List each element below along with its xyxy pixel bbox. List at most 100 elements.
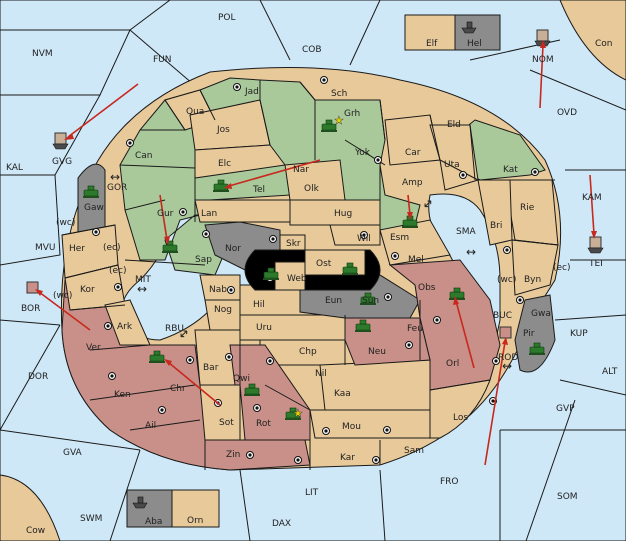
supply-center-kar [372, 456, 380, 464]
supply-center-nor [269, 235, 277, 243]
sea-label-gva: GVA [63, 448, 83, 458]
land-label-ost: Ost [316, 259, 332, 269]
supply-center-wil [360, 231, 368, 239]
land-label-grh: Grh [344, 109, 360, 119]
fleet-unit-hel [461, 21, 477, 34]
bidirectional-arrow-icon: ↔ [466, 245, 476, 259]
supply-center-her [92, 228, 100, 236]
army-unit-sap [162, 240, 178, 253]
land-label-ver: Ver [86, 343, 101, 353]
supply-center-gwa [516, 296, 524, 304]
sea-label-kup: KUP [570, 329, 588, 339]
sea-label-tei: TEI [588, 259, 603, 269]
army-unit-web [263, 267, 279, 280]
supply-center-rot [322, 427, 330, 435]
sea-label-kal: KAL [6, 163, 23, 173]
bidirectional-arrow-icon: ↔ [110, 170, 120, 184]
land-label-sun: Sun [362, 296, 379, 306]
sea-label-kam: KAM [582, 193, 602, 203]
land-label-gaw: Gaw [84, 203, 104, 213]
supply-center-mou [383, 426, 391, 434]
land-label-sap: Sap [195, 255, 212, 265]
region-los[interactable] [429, 379, 491, 439]
region-wil[interactable] [329, 224, 381, 246]
supply-center-kaa [108, 372, 116, 380]
supply-center-nab [227, 286, 235, 294]
land-label-web: Web [287, 274, 307, 284]
supply-center-zin [294, 456, 302, 464]
sea-label-cob: COB [302, 45, 322, 55]
coast-label-wc: (wc) [497, 275, 516, 285]
land-label-feu: Feu [407, 324, 423, 334]
land-label-nil: Nil [315, 369, 327, 379]
land-label-kaa: Kaa [334, 389, 351, 399]
land-label-gwa: Gwa [531, 309, 551, 319]
land-label-rot: Rot [256, 419, 271, 429]
supply-center-sam [246, 451, 254, 459]
adjacency-arrows: ↔ ↔ ↔ ↔ ↔ ↔ [110, 170, 512, 373]
land-label-elc: Elc [218, 159, 231, 169]
region-kaa[interactable] [319, 359, 431, 411]
sea-labels: POL NVM FUN COB Con NOM OVD KAL GVG GOR … [6, 13, 618, 536]
region-hel[interactable] [454, 14, 501, 51]
army-unit-obs [449, 287, 465, 300]
coast-labels: (wc) (ec) (ec) (wc) (wc) (ec) [53, 218, 571, 301]
sea-label-gvg: GVG [52, 157, 72, 167]
sea-label-mvu: MVU [35, 243, 56, 253]
supply-center-nil [492, 357, 500, 365]
land-label-nab: Nab [209, 285, 227, 295]
order-arrows [35, 40, 597, 466]
land-label-amp: Amp [402, 178, 423, 188]
land-label-sam: Sam [404, 446, 424, 456]
land-label-nor: Nor [225, 244, 241, 254]
land-label-wil: Wil [357, 234, 371, 244]
army-unit-qwi [244, 383, 260, 396]
fleet-unit-tei [587, 236, 604, 254]
land-label-elf: Elf [426, 39, 438, 49]
land-label-hil: Hil [253, 300, 265, 310]
supply-center-sun [384, 293, 392, 301]
land-label-eld: Eld [447, 120, 461, 130]
sea-label-rod: ROD [498, 353, 518, 363]
star-icon: ★ [293, 407, 303, 420]
region-pir[interactable] [514, 294, 556, 373]
land-label-zin: Zin [226, 450, 240, 460]
land-label-hel: Hel [467, 39, 482, 49]
army-unit-chr [149, 350, 165, 363]
sea-label-lit: LIT [305, 488, 319, 498]
fleet-unit-bor [26, 281, 39, 294]
supply-center-orl [225, 353, 233, 361]
region-aba[interactable] [126, 489, 173, 528]
army-unit-sun [360, 292, 376, 305]
land-label-ken: Ken [114, 390, 131, 400]
land-label-mou: Mou [342, 422, 361, 432]
sea-label-bor: BOR [21, 304, 40, 314]
land-label-mel: Mel [408, 255, 424, 265]
sea-label-nom: NOM [532, 55, 554, 65]
region-elf[interactable] [404, 14, 456, 51]
army-unit-pir [529, 342, 545, 355]
land-label-skr: Skr [286, 239, 301, 249]
coast-label-ec: (ec) [103, 243, 121, 253]
supply-center-mel [391, 252, 399, 260]
sea-label-swm: SWM [80, 514, 102, 524]
land-label-nog: Nog [214, 305, 232, 315]
fleet-unit-gvg [52, 132, 69, 150]
supply-center-kor [114, 283, 122, 291]
supply-center-qwi [266, 357, 274, 365]
land-label-nar: Nar [293, 165, 309, 175]
region-orn[interactable] [171, 489, 220, 528]
units[interactable]: ★ ★ [26, 21, 604, 509]
bidirectional-arrow-icon: ↔ [502, 359, 512, 373]
army-unit-ost [342, 262, 358, 275]
coast-label-ec: (ec) [553, 263, 571, 273]
land-label-her: Her [69, 244, 85, 254]
supply-center-can [126, 139, 134, 147]
coast-label-ec: (ec) [109, 266, 127, 276]
supply-center-sot [253, 404, 261, 412]
sea-label-fro: FRO [440, 477, 459, 487]
region-web[interactable] [274, 261, 306, 291]
sea-label-mit: MIT [135, 275, 151, 285]
